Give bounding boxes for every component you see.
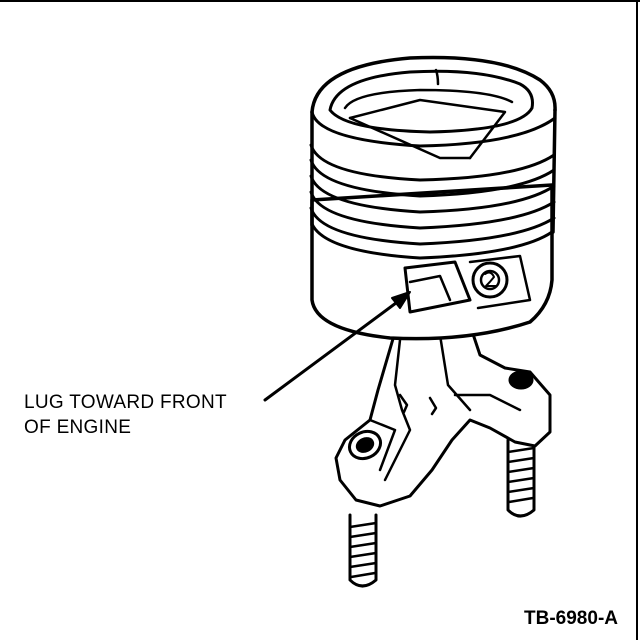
rod-bolt-left (348, 513, 378, 588)
frame-right-border (636, 0, 638, 640)
rod-bolt-right (506, 438, 536, 518)
piston-body (309, 55, 557, 341)
frame-top-border (0, 0, 640, 2)
lug-callout-label: LUG TOWARD FRONT OF ENGINE (24, 390, 227, 440)
callout-leader-arrow (263, 291, 411, 402)
callout-line-2: OF ENGINE (24, 417, 132, 438)
connecting-rod (334, 323, 552, 508)
callout-line-1: LUG TOWARD FRONT (24, 392, 227, 413)
figure-code: TB-6980-A (524, 608, 618, 629)
